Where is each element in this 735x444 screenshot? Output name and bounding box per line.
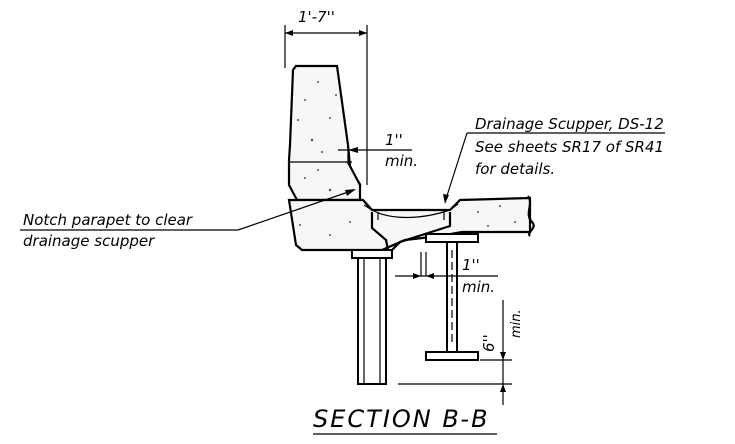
downspout-clearance-note: min. xyxy=(509,309,524,338)
dimension-girder-clearance: 1'' min. xyxy=(395,252,498,296)
dimension-downspout-clearance: 6'' min. xyxy=(398,300,524,405)
section-title-text: SECTION B-B xyxy=(313,405,490,433)
notch-callout-line1: Notch parapet to clear xyxy=(23,211,193,229)
callout-drainage-scupper: Drainage Scupper, DS-12 See sheets SR17 … xyxy=(443,115,665,204)
scupper-callout-line1: Drainage Scupper, DS-12 xyxy=(475,115,664,133)
dimension-parapet-width: 1'-7'' xyxy=(284,8,368,185)
girder-clearance-value: 1'' xyxy=(462,256,480,274)
parapet-width-label: 1'-7'' xyxy=(298,8,335,26)
dimension-notch-clearance: 1'' min. xyxy=(338,131,418,170)
downspout-clearance-value: 6'' xyxy=(480,334,498,352)
callout-notch-parapet: Notch parapet to clear drainage scupper xyxy=(20,189,356,250)
downspout-pipe xyxy=(351,249,393,385)
notch-clearance-note: min. xyxy=(385,152,418,170)
steel-girder xyxy=(425,233,479,361)
deck-slab xyxy=(287,195,535,252)
scupper-callout-line3: for details. xyxy=(475,160,555,178)
parapet xyxy=(287,64,362,202)
notch-callout-line2: drainage scupper xyxy=(23,232,155,250)
girder-clearance-note: min. xyxy=(462,278,495,296)
concrete-hatching xyxy=(297,81,516,236)
scupper-callout-line2: See sheets SR17 of SR41 xyxy=(475,138,664,156)
notch-clearance-value: 1'' xyxy=(385,131,403,149)
section-title: SECTION B-B xyxy=(313,405,497,435)
